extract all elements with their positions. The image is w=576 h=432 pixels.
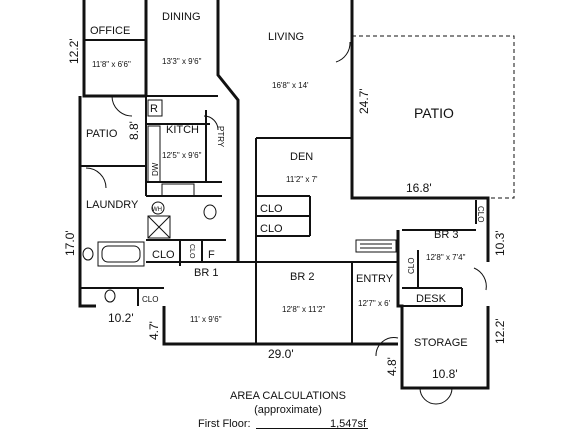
room-ptry-label: PTRY [216, 126, 225, 148]
dim-12-2-left: 12.2' [67, 38, 81, 64]
room-entry-size: 12'7" x 6' [358, 299, 391, 308]
room-living-label: LIVING [268, 31, 304, 43]
first-floor-value: 1,547sf [330, 418, 367, 430]
dim-4-7: 4.7' [147, 321, 161, 340]
closet-den-2: CLO [260, 223, 283, 235]
fixtures [82, 35, 515, 405]
closet-den-1: CLO [260, 203, 283, 215]
dim-12-2-right: 12.2' [493, 318, 507, 344]
room-r-label: R [150, 103, 158, 115]
room-desk-label: DESK [416, 293, 447, 305]
room-den-label: DEN [290, 151, 313, 163]
room-wh-label: WH [152, 207, 162, 213]
room-storage-label: STORAGE [414, 337, 468, 349]
dim-10-3: 10.3' [493, 230, 507, 256]
room-living-size: 16'8" x 14' [272, 81, 309, 90]
exterior-walls [78, 0, 490, 390]
area-calculations-subtitle: (approximate) [254, 404, 322, 416]
dim-17-0: 17.0' [63, 230, 77, 256]
area-calculations-title: AREA CALCULATIONS [230, 390, 346, 402]
interior-walls [80, 39, 477, 344]
closet-narrow: CLO [188, 244, 195, 259]
room-br3-size: 12'8" x 7'4" [426, 253, 466, 262]
room-dw-label: DW [151, 162, 160, 176]
dim-29-0: 29.0' [268, 347, 294, 361]
closet-bath: CLO [142, 295, 158, 304]
closet-hall: CLO [152, 249, 175, 261]
room-office-label: OFFICE [90, 25, 130, 37]
room-dining-label: DINING [162, 11, 201, 23]
room-f-label: F [208, 249, 215, 261]
first-floor-underline [256, 428, 368, 429]
dim-10-2: 10.2' [108, 311, 134, 325]
room-br2-size: 12'8" x 11'2" [282, 305, 325, 314]
room-br1-label: BR 1 [194, 267, 218, 279]
closet-br3: CLO [407, 258, 416, 274]
dim-10-8: 10.8' [432, 367, 458, 381]
room-br1-size: 11' x 9'6" [190, 315, 222, 324]
room-den-size: 11'2" x 7' [286, 175, 318, 184]
first-floor-label: First Floor: [198, 418, 251, 430]
room-entry-label: ENTRY [356, 273, 394, 285]
room-dining-size: 13'3" x 9'6" [162, 57, 202, 66]
dim-16-8: 16.8' [406, 181, 432, 195]
dim-4-8: 4.8' [385, 357, 399, 376]
room-patio-small-label: PATIO [86, 128, 118, 140]
closet-br3-top: CLO [476, 206, 485, 222]
room-kitchen-size: 12'5" x 9'6" [162, 151, 202, 160]
room-office-size: 11'8" x 6'6" [92, 60, 131, 69]
room-br2-label: BR 2 [290, 271, 314, 283]
dim-24-7: 24.7' [357, 88, 371, 114]
dim-8-8: 8.8' [127, 121, 141, 140]
room-br3-label: BR 3 [434, 229, 458, 241]
room-laundry-label: LAUNDRY [86, 199, 139, 211]
room-patio-main-label: PATIO [414, 105, 454, 121]
room-kitchen-label: KITCH [166, 124, 199, 136]
